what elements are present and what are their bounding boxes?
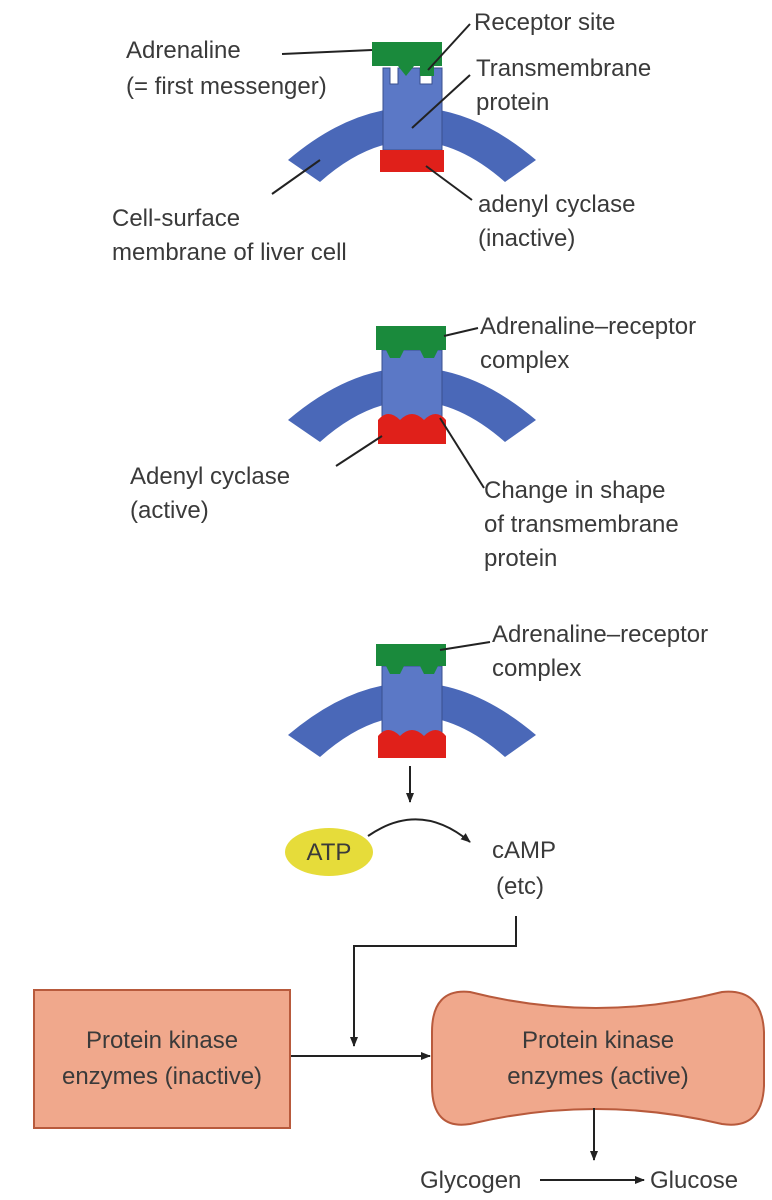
protein-kinase-active-shape [431, 990, 765, 1126]
label-protein-kinase-active-2: enzymes (active) [507, 1063, 688, 1090]
label-adrenaline-receptor-complex: Adrenaline–receptor [480, 313, 696, 340]
label-first-messenger: (= first messenger) [126, 73, 327, 100]
label-atp: ATP [307, 839, 352, 866]
arrow-atp-to-camp [367, 818, 471, 843]
label-change-in-shape: Change in shape [484, 477, 665, 504]
label-camp: cAMP [492, 837, 556, 864]
protein-kinase-inactive-box [33, 989, 291, 1129]
adenyl-cyclase-inactive [380, 150, 444, 172]
label-protein-2: protein [484, 545, 557, 572]
label-inactive: (inactive) [478, 225, 575, 252]
label-protein-kinase-inactive-1: Protein kinase [86, 1027, 238, 1054]
adrenaline-molecule-3 [376, 644, 446, 674]
label-complex: complex [480, 347, 569, 374]
membrane-2 [288, 367, 536, 442]
transmembrane-protein-3 [381, 665, 443, 743]
label-glycogen: Glycogen [420, 1167, 521, 1194]
label-active: (active) [130, 497, 209, 524]
label-protein-kinase-active-1: Protein kinase [522, 1027, 674, 1054]
arrow-camp-to-kinase [350, 916, 517, 1047]
label-membrane-liver-cell: membrane of liver cell [112, 239, 347, 266]
membrane-3 [288, 682, 536, 757]
adrenaline-molecule-2 [376, 326, 446, 358]
label-adenyl-cyclase: adenyl cyclase [478, 191, 635, 218]
panel-1-inactive: Adrenaline (= first messenger) Receptor … [112, 9, 651, 266]
label-adrenaline-receptor-complex-3: Adrenaline–receptor [492, 621, 708, 648]
label-transmembrane: Transmembrane [476, 55, 651, 82]
label-receptor-site: Receptor site [474, 9, 615, 36]
adenyl-cyclase-active-3 [378, 730, 446, 758]
adenyl-cyclase-active-2 [378, 414, 446, 444]
label-of-transmembrane: of transmembrane [484, 511, 679, 538]
adrenaline-molecule-1 [372, 42, 442, 76]
label-glucose: Glucose [650, 1167, 738, 1194]
label-protein-kinase-inactive-2: enzymes (inactive) [62, 1063, 262, 1090]
label-complex-3: complex [492, 655, 581, 682]
label-adenyl-cyclase-2: Adenyl cyclase [130, 463, 290, 490]
label-adrenaline: Adrenaline [126, 37, 241, 64]
label-cell-surface: Cell-surface [112, 205, 240, 232]
label-protein: protein [476, 89, 549, 116]
label-etc: (etc) [496, 873, 544, 900]
panel-3-cascade: Adrenaline–receptor complex ATP cAMP (et… [33, 621, 765, 1194]
membrane-1 [288, 107, 536, 182]
atp-ellipse [285, 828, 373, 876]
panel-2-active: Adrenaline–receptor complex Adenyl cycla… [130, 313, 696, 572]
